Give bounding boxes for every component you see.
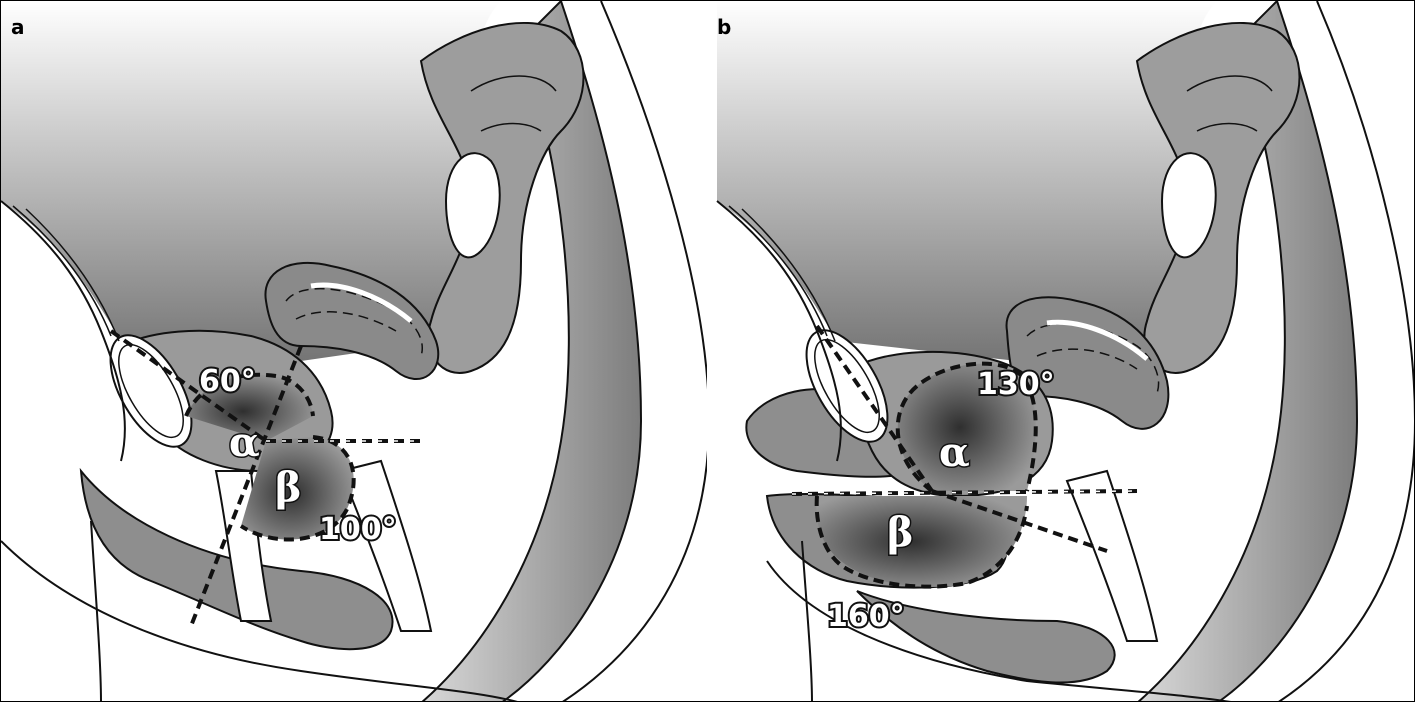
alpha-symbol: α xyxy=(939,429,970,476)
pelvis-sagittal-illustration-b: α β 130° 160° xyxy=(707,1,1415,702)
beta-symbol: β xyxy=(275,464,302,511)
panel-label-b: b xyxy=(717,15,731,39)
panel-label-a: a xyxy=(11,15,25,39)
abdominal-cavity xyxy=(717,1,1217,361)
panel-a: α β 60° 100° a xyxy=(0,0,708,702)
beta-symbol: β xyxy=(887,509,914,556)
pelvis-sagittal-illustration-a: α β 60° 100° xyxy=(1,1,708,702)
alpha-symbol: α xyxy=(229,419,260,466)
beta-angle-label: 160° xyxy=(827,599,905,634)
alpha-angle-label: 60° xyxy=(199,364,256,399)
panel-b: α β 130° 160° b xyxy=(707,0,1415,702)
rectum xyxy=(1067,471,1157,641)
abdominal-cavity xyxy=(1,1,501,361)
alpha-angle-label: 130° xyxy=(977,367,1055,402)
beta-angle-label: 100° xyxy=(319,512,397,547)
